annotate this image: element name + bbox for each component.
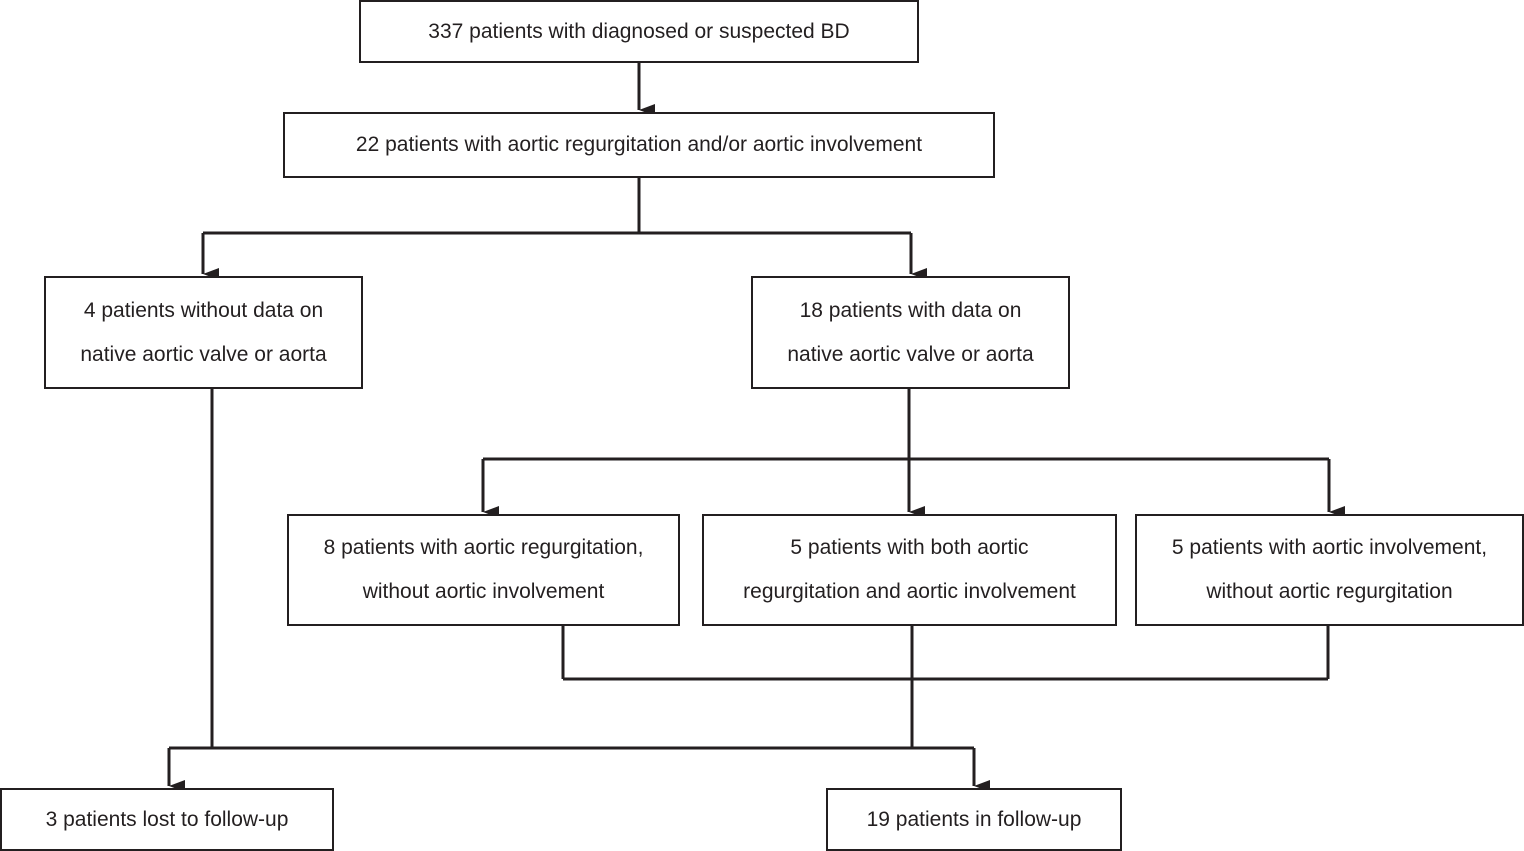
- box-no-data-patients: 4 patients without data on native aortic…: [44, 276, 363, 389]
- box-aortic-patients: 22 patients with aortic regurgitation an…: [283, 112, 995, 178]
- box-ar-only-line-2: without aortic involvement: [362, 580, 605, 603]
- box-ar-only-patients: 8 patients with aortic regurgitation, wi…: [287, 514, 680, 626]
- box-ai-only-patients: 5 patients with aortic involvement, with…: [1135, 514, 1524, 626]
- box-with-data-line-2: native aortic valve or aorta: [787, 342, 1034, 366]
- box-no-data-line-2: native aortic valve or aorta: [80, 342, 327, 366]
- box-ar-only-line-1: 8 patients with aortic regurgitation,: [323, 536, 644, 559]
- box-both-line-1: 5 patients with both aortic: [790, 536, 1029, 559]
- box-lost-line-1: 3 patients lost to follow-up: [45, 807, 289, 831]
- box-ai-only-line-1: 5 patients with aortic involvement,: [1171, 536, 1488, 559]
- box-total-patients: 337 patients with diagnosed or suspected…: [359, 0, 919, 63]
- box-both-line-2: regurgitation and aortic involvement: [743, 580, 1076, 603]
- box-followup-line-1: 19 patients in follow-up: [866, 807, 1082, 831]
- box-both-patients: 5 patients with both aortic regurgitatio…: [702, 514, 1117, 626]
- box-followup-patients: 19 patients in follow-up: [826, 788, 1122, 851]
- box-ai-only-line-2: without aortic regurgitation: [1206, 580, 1453, 603]
- box-with-data-patients: 18 patients with data on native aortic v…: [751, 276, 1070, 389]
- box-with-data-line-1: 18 patients with data on: [799, 298, 1022, 322]
- box-lost-patients: 3 patients lost to follow-up: [0, 788, 334, 851]
- box-total-line-1: 337 patients with diagnosed or suspected…: [428, 19, 850, 43]
- box-no-data-line-1: 4 patients without data on: [83, 298, 324, 322]
- box-aortic-line-1: 22 patients with aortic regurgitation an…: [355, 133, 923, 156]
